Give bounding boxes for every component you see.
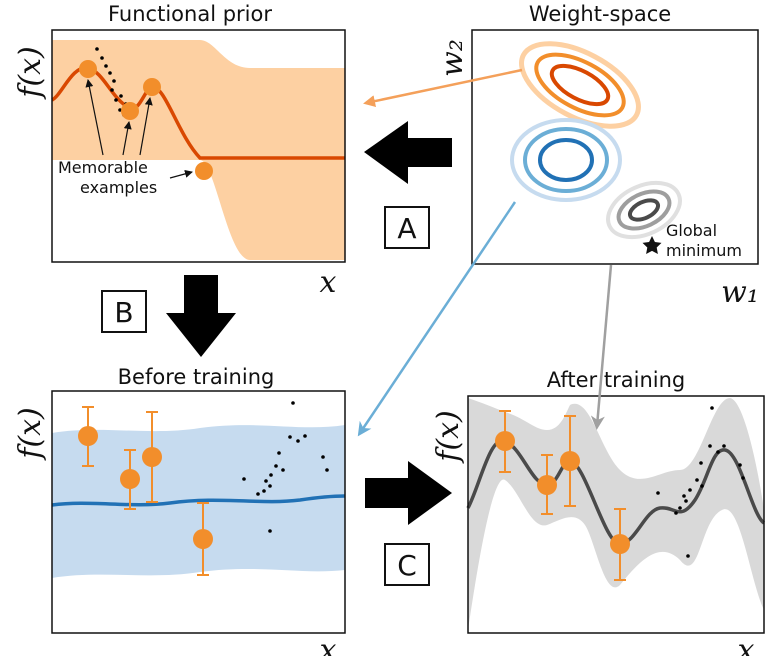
memorable-examples-label-line2: examples — [80, 178, 157, 197]
weight-to-before-arrow — [357, 201, 517, 437]
step-a-arrow-icon — [364, 121, 452, 184]
after-training-x-label: x — [738, 633, 755, 656]
memorable-example-markers — [79, 60, 213, 180]
memorable-examples-label-line1: Memorable — [58, 158, 148, 177]
step-c-box: C — [384, 543, 430, 586]
after-training-error-bars — [499, 410, 626, 581]
before-training-title: Before training — [118, 365, 275, 389]
before-training-y-label: f(x) — [13, 407, 48, 460]
weight-space-panel: Weight-space Global minimum w₁ w₂ — [435, 2, 759, 310]
weight-space-y-label: w₂ — [435, 39, 470, 77]
after-training-data-points — [656, 406, 745, 558]
after-training-title: After training — [547, 368, 685, 392]
before-training-x-label: x — [320, 633, 337, 656]
global-minimum-label-line2: minimum — [666, 241, 742, 260]
functional-prior-panel: Functional prior Memorable examples x f(… — [13, 2, 346, 300]
functional-prior-y-label: f(x) — [13, 46, 48, 99]
after-training-frame — [467, 395, 765, 634]
weight-space-x-label: w₁ — [721, 275, 759, 310]
functional-prior-title: Functional prior — [108, 2, 272, 26]
functional-prior-frame — [51, 29, 346, 263]
gray-contours — [606, 180, 682, 240]
step-a-box: A — [384, 206, 430, 249]
before-training-panel: Before training x f(x) — [13, 365, 346, 656]
orange-contours — [519, 41, 641, 129]
blue-contours — [510, 118, 622, 202]
before-training-markers — [78, 426, 213, 549]
memorable-example-arrows — [85, 79, 193, 179]
before-training-frame — [51, 390, 346, 634]
after-training-y-label: f(x) — [431, 410, 466, 463]
step-b-label: B — [114, 296, 133, 329]
functional-prior-x-label: x — [320, 265, 337, 300]
before-training-data-points — [242, 401, 329, 533]
weight-space-title: Weight-space — [529, 2, 671, 26]
weight-to-prior-arrow — [363, 68, 523, 108]
before-training-mean-line — [51, 494, 346, 507]
after-training-markers — [495, 431, 630, 554]
functional-prior-band — [52, 40, 345, 260]
weight-to-after-arrow — [590, 264, 613, 430]
step-c-label: C — [397, 549, 417, 582]
step-c-arrow-icon — [365, 461, 452, 525]
step-a-label: A — [397, 212, 416, 245]
step-b-box: B — [101, 290, 147, 333]
after-training-band — [468, 398, 764, 630]
after-training-panel: After training x f(x) — [431, 368, 766, 656]
step-b-arrow-icon — [166, 275, 236, 357]
global-minimum-label-line1: Global — [666, 221, 717, 240]
global-minimum-star-icon — [642, 236, 662, 254]
